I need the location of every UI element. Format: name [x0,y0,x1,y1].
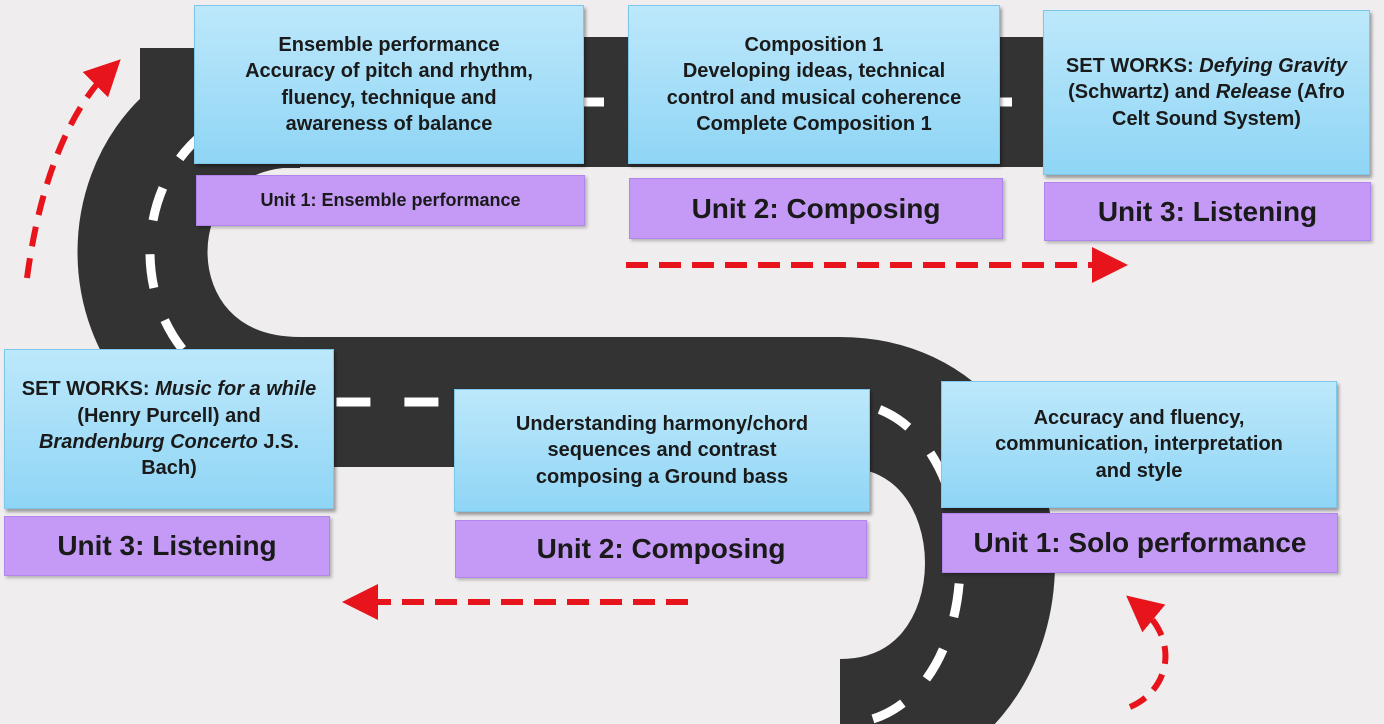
topic-card-ensemble: Ensemble performance Accuracy of pitch a… [194,5,584,164]
topic-card-composition-1: Composition 1 Developing ideas, technica… [628,5,1000,164]
card-line: awareness of balance [285,112,493,135]
card-text: SET WORKS: Music for a while (Henry Purc… [21,378,317,480]
card-text: Ensemble performance Accuracy of pitch a… [245,32,533,138]
card-line: Understanding harmony/chord [515,412,809,435]
unit-label-listening-bottom: Unit 3: Listening [4,516,330,576]
topic-card-set-works-top: SET WORKS: Defying Gravity (Schwartz) an… [1043,10,1370,175]
arrow-curve-up [1126,595,1169,710]
card-line: Developing ideas, technical [682,60,946,83]
card-line: Composition 1 [744,33,884,56]
card-text: Understanding harmony/chord sequences an… [516,411,808,490]
card-line: composing a Ground bass [535,465,789,488]
unit-label-ensemble: Unit 1: Ensemble performance [196,175,585,226]
card-line: and style [1095,459,1183,482]
unit-label-listening-top: Unit 3: Listening [1044,182,1371,241]
unit-label-composing-bottom: Unit 2: Composing [455,520,867,578]
unit-label-composing-top: Unit 2: Composing [629,178,1003,239]
card-text: Composition 1 Developing ideas, technica… [667,32,962,138]
topic-card-ground-bass: Understanding harmony/chord sequences an… [454,389,870,512]
card-line: Accuracy of pitch and rhythm, [245,60,533,83]
topic-card-solo: Accuracy and fluency, communication, int… [941,381,1337,508]
card-line: Ensemble performance [278,33,500,56]
arrow-up-left [24,59,121,279]
topic-card-set-works-bottom: SET WORKS: Music for a while (Henry Purc… [4,349,334,509]
card-line: control and musical coherence [666,86,962,109]
card-line: Complete Composition 1 [696,112,932,135]
card-text: SET WORKS: Defying Gravity (Schwartz) an… [1065,54,1348,130]
card-line: fluency, technique and [281,86,497,109]
unit-label-solo: Unit 1: Solo performance [942,513,1338,573]
card-line: sequences and contrast [547,439,777,462]
direction-arrows [24,59,1169,710]
card-line: Accuracy and fluency, [1033,406,1245,429]
card-line: communication, interpretation [995,433,1283,456]
card-text: Accuracy and fluency, communication, int… [995,405,1283,484]
